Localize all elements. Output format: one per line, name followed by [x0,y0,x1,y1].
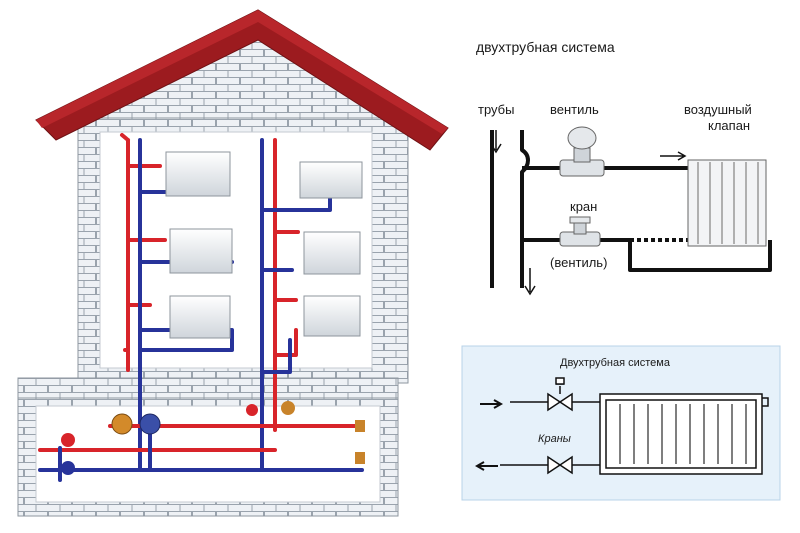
left-radiators [165,151,233,339]
supply-riser-left [120,133,167,372]
diagram-title: двухтрубная система [476,39,615,55]
tap-icon [559,216,601,247]
radiator [299,161,363,199]
supply-riser-right [273,138,300,432]
end-fitting [355,420,365,432]
label-tap-alt: (вентиль) [550,255,608,270]
return-riser-left [138,138,234,472]
panel-schematic [474,377,769,475]
valve-icon [559,126,605,177]
basement-slab [17,377,399,401]
valve-fitting [61,461,75,475]
label-air-valve-2: клапан [708,118,751,133]
valve-fitting [281,401,295,415]
arrow-right [660,151,687,161]
valve-upper [547,392,573,412]
panel-taps-label: Краны [538,433,571,445]
pump [111,413,133,435]
label-tap: кран [570,199,598,214]
valve-fitting [246,404,258,416]
radiator [303,231,361,275]
panel-in-arrow [480,399,504,409]
label-air-valve-1: воздушный [684,102,752,117]
arrow-down-2 [524,268,536,296]
valve-fitting [61,433,75,447]
return-riser-right [260,138,332,472]
radiator [303,295,361,337]
right-radiators [299,161,363,337]
label-pipes: трубы [478,102,515,117]
radiator [165,151,231,197]
panel-out-arrow [474,461,498,471]
radiator [169,295,231,339]
valve-lower [547,455,573,475]
left-risers [120,133,234,472]
basement-interior [35,405,381,503]
pipe-right [520,130,530,288]
panel-title: Двухтрубная система [560,357,670,369]
arrow-down-1 [490,130,502,154]
radiator [169,228,233,274]
basement-fittings [61,401,365,475]
radiator-top [687,159,767,247]
end-fitting [355,452,365,464]
right-risers [260,138,332,472]
label-valve: вентиль [550,102,599,117]
pump [139,413,161,435]
